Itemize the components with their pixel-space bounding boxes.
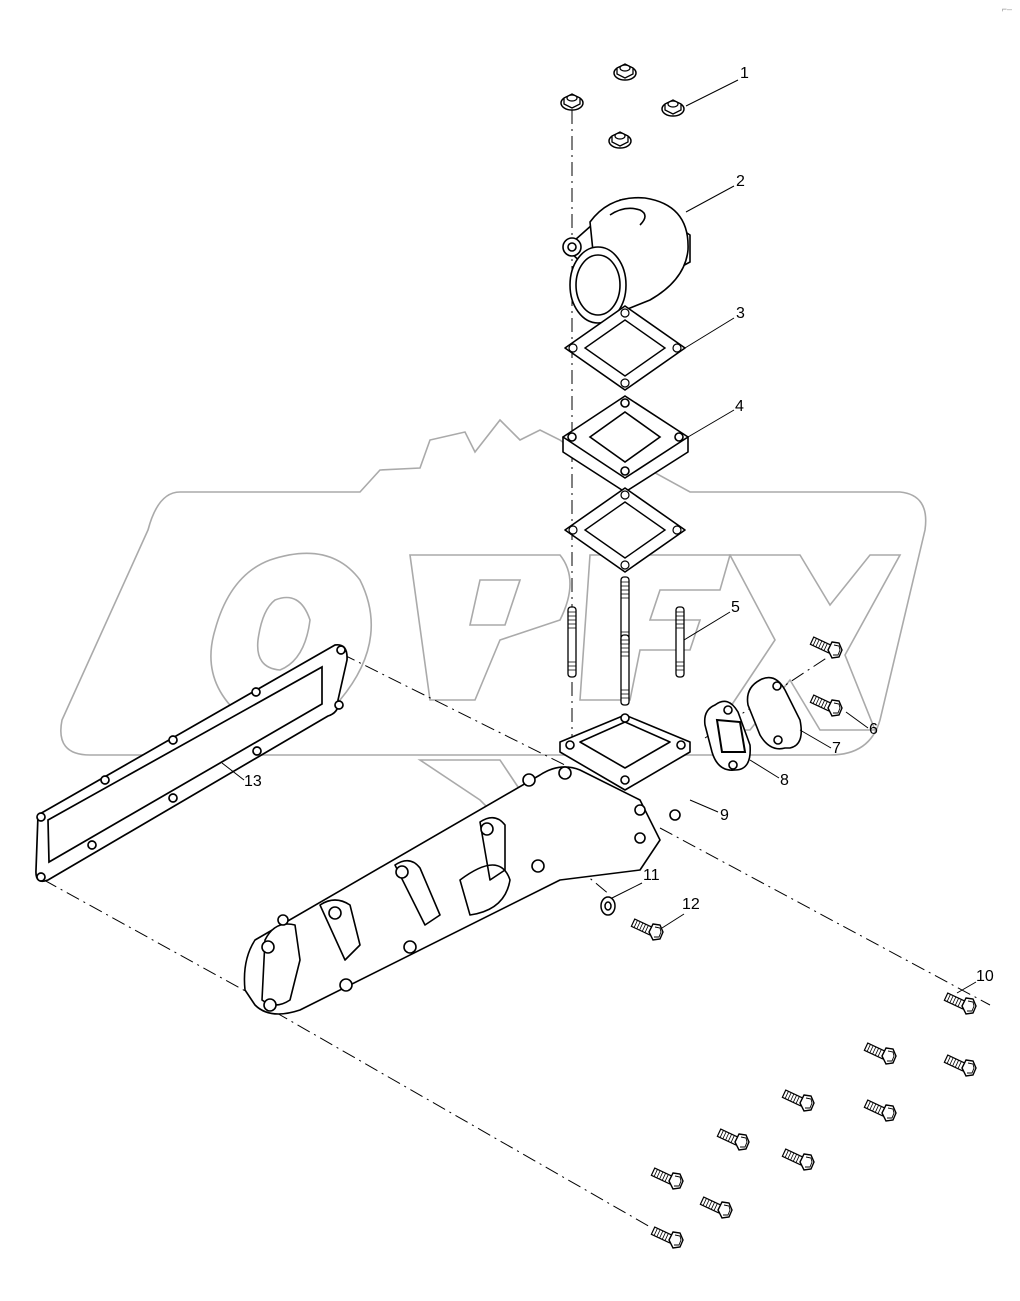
part-8-gasket — [703, 700, 752, 771]
part-1-nuts — [560, 63, 685, 149]
callout-10: 10 — [976, 968, 994, 985]
callout-2: 2 — [736, 173, 745, 190]
part-5-studs — [567, 576, 685, 706]
callout-6: 6 — [869, 721, 878, 738]
callout-5: 5 — [731, 599, 740, 616]
part-11-washer — [600, 896, 616, 916]
callout-11: 11 — [643, 867, 660, 884]
part-6-bolts — [809, 636, 843, 717]
part-12-plug-bolt — [630, 918, 664, 941]
leader-lines — [221, 79, 977, 994]
part-10-bolts — [650, 992, 977, 1249]
gasket-lower — [564, 487, 686, 573]
callout-3: 3 — [736, 305, 745, 322]
callout-7: 7 — [832, 740, 841, 757]
part-9-manifold — [243, 713, 691, 1015]
callout-8: 8 — [780, 772, 789, 789]
part-3-gasket — [564, 305, 686, 391]
callout-1: 1 — [740, 65, 749, 82]
callout-9: 9 — [720, 807, 729, 824]
watermark — [60, 418, 927, 841]
corner-mark: ⌐– — [1001, 4, 1012, 14]
part-13-manifold-gasket — [35, 643, 348, 883]
part-2-elbow — [562, 196, 691, 324]
assembly-guide-lines — [43, 110, 991, 1229]
callout-13: 13 — [244, 773, 262, 790]
callout-12: 12 — [682, 896, 700, 913]
part-7-cover-plate — [746, 676, 803, 750]
part-4-spacer — [562, 395, 689, 493]
callout-4: 4 — [735, 398, 744, 415]
